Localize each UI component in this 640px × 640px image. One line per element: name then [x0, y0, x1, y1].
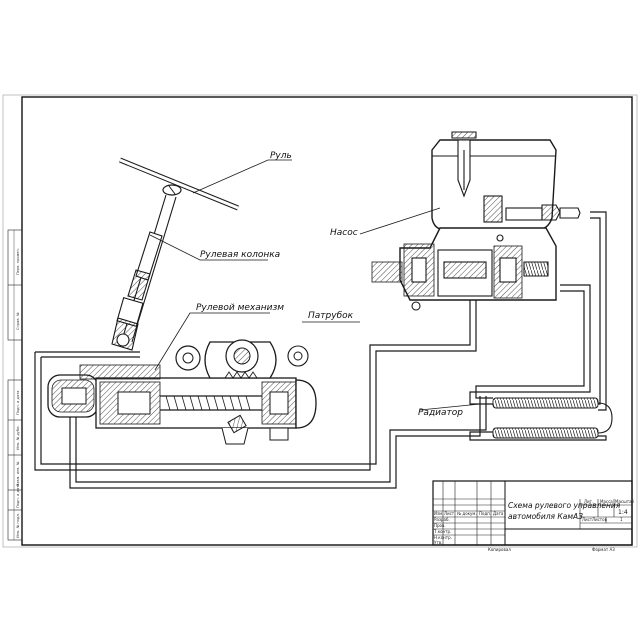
side-stamp-cell-4: Инв. № дубл. [16, 425, 20, 450]
tb-row-nkontr: Н.контр. [434, 535, 452, 540]
outer-frame [2, 94, 638, 548]
pressure-hose-outer [34, 298, 471, 471]
side-stamp-cell-6: Подп. и дата [16, 484, 20, 508]
tb-format: Формат А3 [592, 547, 615, 552]
steering-column [111, 194, 177, 351]
tb-col-sheet: Лист [582, 517, 593, 522]
steering-gear [47, 339, 317, 445]
drawing-title-line1: Схема рулевого управления [508, 501, 621, 510]
tb-copied: Копировал [488, 547, 511, 552]
tb-row-razrab: Разраб. [434, 517, 450, 522]
tb-row-prov: Пров. [434, 523, 446, 528]
leader-lines [149, 159, 481, 411]
tb-col-mass: Масса [600, 499, 613, 504]
tb-sheets-value: 1 [620, 517, 623, 522]
radiator-return-outer [469, 431, 607, 441]
return-hose-outer [69, 396, 481, 489]
side-stamp-cell-2: Справ. № [16, 312, 20, 330]
side-stamp: Перв. примен. Справ. № Подп. и дата Инв.… [7, 229, 23, 541]
side-stamp-cell-5: Взам. инв. № [16, 461, 20, 486]
tb-col-date: Дата [493, 511, 504, 516]
side-stamp-cell-1: Перв. примен. [16, 248, 20, 275]
tb-col-list: Лист [444, 511, 455, 516]
hydraulic-hoses [34, 211, 607, 489]
label-mechanism: Рулевой механизм [196, 303, 284, 313]
label-hose: Патрубок [308, 311, 354, 321]
tb-col-sheets: Листов [592, 517, 608, 522]
pump [371, 131, 581, 311]
tb-col-scale: Масштаб [615, 499, 635, 504]
label-column: Рулевая колонка [200, 250, 280, 260]
side-stamp-cell-7: Инв. № подл. [16, 513, 20, 538]
drawing-title-line2: автомобиля КамАЗ [508, 512, 583, 521]
label-wheel: Руль [270, 151, 292, 161]
pump-return-hose-inner [475, 290, 585, 399]
tb-col-doc: № докум. [457, 511, 477, 516]
tb-row-utv: Утв. [434, 540, 442, 545]
label-radiator: Радиатор [418, 408, 463, 418]
side-stamp-cell-3: Подп. и дата [16, 391, 20, 415]
tb-scale-value: 1:4 [618, 509, 628, 516]
pump-return-hose-outer [469, 284, 591, 405]
steering-wheel [119, 157, 239, 211]
pump-outlet-hose-inner [590, 217, 601, 405]
radiator [492, 397, 613, 439]
tb-col-izm: Изм. [434, 511, 443, 516]
tb-col-lit: Лит. [584, 499, 593, 504]
tb-row-tkontr: Т.контр. [433, 529, 451, 534]
tb-col-sign: Подп. [479, 511, 491, 516]
label-pump: Насос [330, 228, 358, 238]
pressure-hose-inner [40, 298, 477, 465]
pump-outlet-hose-outer [590, 211, 607, 411]
title-block: Изм. Лист № докум. Подп. Дата Разраб. Пр… [432, 480, 635, 552]
